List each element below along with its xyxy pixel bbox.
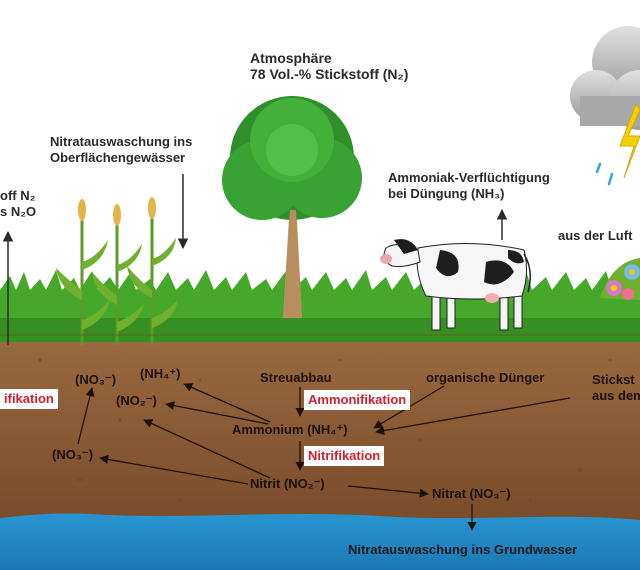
atmosphere-line1: Atmosphäre <box>250 50 332 66</box>
cow <box>380 239 531 331</box>
atmosphere-line2: 78 Vol.-% Stickstoff (N₂) <box>250 66 409 82</box>
grass-shade <box>0 318 640 342</box>
no3-left-label: (NO₃⁻) <box>52 447 94 462</box>
left-gas-line2: s N₂O <box>0 204 37 219</box>
nitrate-surface-line2: Oberflächengewässer <box>50 150 186 165</box>
ammonium-label: Ammonium (NH₄⁺) <box>232 422 348 437</box>
arrow-ammonium-to-no2 <box>165 401 269 425</box>
nitrite-label: Nitrit (NO₂⁻) <box>250 476 325 491</box>
from-air-label: aus der Luft <box>558 228 633 243</box>
nitrification-badge: Nitrifikation <box>304 446 385 466</box>
nh4-top-label: (NH₄⁺) <box>140 366 181 381</box>
nitrogen-soil-line1: Stickst <box>592 372 635 387</box>
above-ground-arrows <box>2 174 508 345</box>
ammonia-line2: bei Düngung (NH₃) <box>388 186 505 201</box>
nitrate-surface-label: Nitratauswaschung ins Oberflächengewässe… <box>50 134 192 166</box>
organic-fertilizer-label: organische Dünger <box>426 370 545 385</box>
arrow-no3left-to-no3top <box>77 387 95 445</box>
lightning-bolt <box>619 102 640 179</box>
rain-drops <box>595 162 614 186</box>
arrow-nitrite-to-nitrate <box>347 485 429 498</box>
arrow-nitrite-to-no2 <box>143 419 271 479</box>
ammonia-label: Ammoniak-Verflüchtigung bei Düngung (NH₃… <box>388 170 550 202</box>
arrow-ammonium-to-nh4 <box>183 383 271 423</box>
nitrate-label: Nitrat (NO₃⁻) <box>432 486 511 501</box>
flowers <box>600 258 640 300</box>
tree <box>222 96 362 318</box>
left-gas-label: off N₂ s N₂O <box>0 188 36 220</box>
no2-left-label: (NO₂⁻) <box>116 393 157 408</box>
ammonia-line1: Ammoniak-Verflüchtigung <box>388 170 550 185</box>
soil-layer <box>0 335 640 520</box>
nitrogen-soil-label: Stickst aus dem F <box>592 372 640 404</box>
corn-plants <box>56 197 178 345</box>
left-gas-line1: off N₂ <box>0 188 36 203</box>
no3-top-label: (NO₃⁻) <box>75 372 117 387</box>
atmosphere-label: Atmosphäre 78 Vol.-% Stickstoff (N₂) <box>250 50 408 82</box>
nitrate-surface-line1: Nitratauswaschung ins <box>50 134 193 149</box>
ammonification-badge: Ammonifikation <box>304 390 411 410</box>
soil-specks <box>38 358 612 502</box>
nitrate-groundwater-label: Nitratauswaschung ins Grundwasser <box>348 542 578 557</box>
denitrification-badge: ifikation <box>0 389 58 409</box>
storm-cloud <box>570 26 640 130</box>
litter-decomposition-label: Streuabbau <box>260 370 332 385</box>
arrow-nitrite-to-no3left <box>99 454 249 485</box>
soil-arrows <box>77 383 571 531</box>
arrow-soil-n-to-ammonium <box>375 397 571 436</box>
nitrogen-soil-line2: aus dem F <box>592 388 640 403</box>
